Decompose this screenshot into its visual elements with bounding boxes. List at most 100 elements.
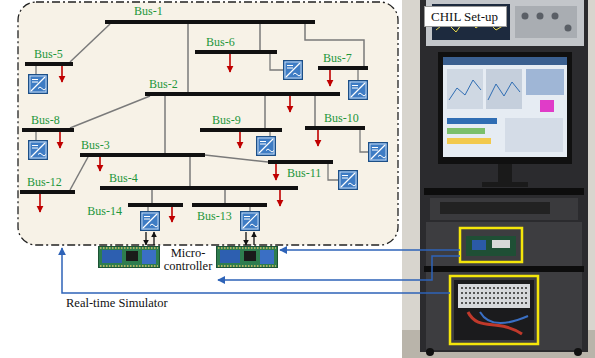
load-arrow bbox=[229, 54, 231, 72]
signal-arrow bbox=[218, 256, 460, 280]
scope-knob bbox=[552, 13, 559, 20]
screen-indicator bbox=[540, 100, 554, 112]
inverter-wire bbox=[36, 54, 368, 211]
scope-knob bbox=[565, 25, 572, 32]
transmission-line bbox=[187, 24, 189, 92]
rack-shelf bbox=[424, 266, 584, 272]
transmission-line bbox=[205, 155, 268, 162]
keyboard-drawer bbox=[430, 198, 578, 220]
load-arrow bbox=[171, 207, 173, 222]
bus-bar: Bus-10 bbox=[305, 126, 365, 130]
setup-label-box: CHIL Set-up bbox=[424, 6, 507, 27]
monitor-base bbox=[482, 182, 528, 187]
transmission-line bbox=[264, 96, 266, 128]
transmission-line bbox=[259, 24, 261, 50]
bus-bar: Bus-11 bbox=[268, 160, 333, 164]
bus-bar: Bus-4 bbox=[100, 186, 298, 190]
load-arrow bbox=[289, 96, 291, 112]
load-arrow bbox=[317, 130, 319, 146]
bus-bar: Bus-14 bbox=[128, 203, 183, 207]
screen-bar bbox=[447, 118, 497, 124]
transmission-line bbox=[314, 96, 316, 126]
load-arrow bbox=[61, 66, 63, 82]
simulator-chassis bbox=[454, 280, 534, 340]
inverter-symbol bbox=[29, 75, 48, 94]
inverter-symbol bbox=[284, 61, 303, 80]
screen-chart bbox=[449, 80, 520, 100]
load-arrow bbox=[39, 194, 41, 212]
bus-bar: Bus-2 bbox=[145, 92, 340, 96]
screen-panel bbox=[505, 118, 563, 152]
inverter-symbol bbox=[369, 143, 388, 162]
load-arrow bbox=[275, 164, 277, 180]
transmission-line bbox=[164, 96, 166, 153]
simulator-ports bbox=[461, 288, 527, 303]
io-arrow bbox=[145, 232, 146, 245]
bus-label: Bus-8 bbox=[30, 114, 61, 126]
scope-knob bbox=[522, 13, 529, 20]
setup-title: CHIL Set-up bbox=[431, 9, 498, 24]
bus-label: Bus-13 bbox=[196, 210, 233, 222]
transmission-line bbox=[224, 190, 226, 203]
io-arrow bbox=[153, 232, 154, 245]
transmission-line bbox=[70, 157, 88, 190]
bus-label: Bus-9 bbox=[211, 114, 242, 126]
cable bbox=[480, 312, 528, 323]
highlight-box bbox=[450, 276, 538, 344]
transmission-line bbox=[305, 24, 364, 66]
transmission-line bbox=[151, 190, 153, 203]
bus-bar: Bus-1 bbox=[105, 20, 315, 24]
keyboard bbox=[440, 202, 550, 214]
bus-label: Bus-7 bbox=[322, 52, 353, 64]
screen-panel bbox=[486, 69, 522, 109]
controller-chip bbox=[492, 240, 510, 248]
inverter-symbol bbox=[339, 171, 358, 190]
load-arrow bbox=[239, 132, 241, 148]
signal-arrow bbox=[280, 249, 460, 251]
bus-bar: Bus-5 bbox=[25, 62, 73, 66]
bus-bar: Bus-3 bbox=[80, 153, 205, 157]
bus-label: Bus-14 bbox=[86, 205, 123, 217]
inverter-symbol bbox=[141, 212, 160, 231]
microcontroller-board bbox=[217, 247, 278, 268]
rack-frame bbox=[420, 0, 588, 352]
rack-interior bbox=[426, 222, 582, 350]
screen-bar bbox=[447, 128, 485, 134]
bus-bar: Bus-13 bbox=[192, 203, 267, 207]
bus-label: Bus-11 bbox=[286, 167, 322, 179]
io-arrow bbox=[245, 232, 246, 245]
scope-controls bbox=[515, 6, 577, 38]
bus-label: Bus-12 bbox=[26, 176, 63, 188]
rack-wheel bbox=[574, 348, 582, 356]
screen-panel bbox=[526, 69, 564, 95]
transmission-line bbox=[70, 24, 110, 62]
component-label: Real-time Simulator bbox=[66, 297, 168, 310]
screen-panel bbox=[447, 69, 483, 109]
signal-arrow bbox=[62, 248, 450, 293]
grid-region bbox=[18, 2, 398, 245]
scope-knob bbox=[537, 13, 544, 20]
bus-bar: Bus-7 bbox=[318, 66, 368, 70]
bus-label: Bus-4 bbox=[108, 172, 139, 184]
component-label: Micro- controller bbox=[162, 247, 214, 273]
load-arrow bbox=[59, 132, 61, 148]
inverter-symbol bbox=[349, 81, 368, 100]
inverter-symbol bbox=[257, 137, 276, 156]
monitor-bezel bbox=[438, 52, 572, 164]
bus-label: Bus-5 bbox=[33, 48, 64, 60]
screen-bar bbox=[447, 138, 491, 144]
load-arrow bbox=[329, 70, 331, 86]
controller-chip bbox=[472, 240, 486, 250]
bus-label: Bus-10 bbox=[323, 112, 360, 124]
bus-label: Bus-1 bbox=[133, 5, 164, 17]
highlight-box bbox=[460, 228, 522, 262]
transmission-line bbox=[189, 157, 191, 186]
photo-background bbox=[402, 0, 595, 358]
controller-device bbox=[466, 236, 516, 256]
bus-bar: Bus-12 bbox=[20, 190, 75, 194]
microcontroller-board bbox=[99, 247, 160, 268]
bus-label: Bus-2 bbox=[148, 78, 179, 90]
rack-wheel bbox=[426, 348, 434, 356]
